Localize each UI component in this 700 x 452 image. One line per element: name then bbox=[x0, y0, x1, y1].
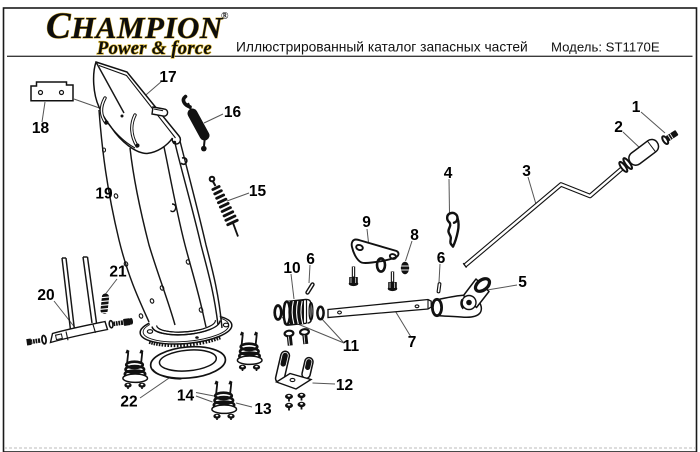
svg-text:22: 22 bbox=[120, 394, 137, 411]
svg-text:18: 18 bbox=[32, 120, 50, 137]
svg-text:4: 4 bbox=[444, 165, 453, 182]
svg-text:12: 12 bbox=[336, 377, 353, 394]
svg-text:15: 15 bbox=[249, 183, 267, 200]
svg-text:Иллюстрированный каталог запас: Иллюстрированный каталог запасных частей bbox=[236, 40, 528, 55]
svg-text:13: 13 bbox=[254, 401, 272, 418]
svg-text:6: 6 bbox=[306, 251, 315, 268]
svg-text:5: 5 bbox=[518, 274, 527, 291]
svg-text:Power & force: Power & force bbox=[96, 39, 212, 59]
svg-text:3: 3 bbox=[522, 163, 531, 180]
svg-text:21: 21 bbox=[109, 264, 127, 281]
svg-text:®: ® bbox=[221, 11, 229, 22]
svg-text:7: 7 bbox=[408, 334, 417, 351]
svg-text:10: 10 bbox=[283, 260, 300, 277]
svg-text:1: 1 bbox=[632, 99, 641, 116]
svg-text:8: 8 bbox=[410, 227, 419, 244]
svg-text:CHAMPION: CHAMPION bbox=[46, 6, 224, 47]
svg-text:6: 6 bbox=[437, 250, 446, 267]
svg-text:20: 20 bbox=[37, 287, 54, 304]
svg-text:Модель: ST1170E: Модель: ST1170E bbox=[551, 40, 660, 55]
svg-text:14: 14 bbox=[177, 388, 195, 405]
svg-text:19: 19 bbox=[95, 186, 113, 203]
svg-text:16: 16 bbox=[224, 104, 242, 121]
svg-text:11: 11 bbox=[343, 338, 360, 355]
svg-text:17: 17 bbox=[159, 69, 176, 86]
svg-text:2: 2 bbox=[614, 119, 623, 136]
svg-text:9: 9 bbox=[362, 214, 371, 231]
